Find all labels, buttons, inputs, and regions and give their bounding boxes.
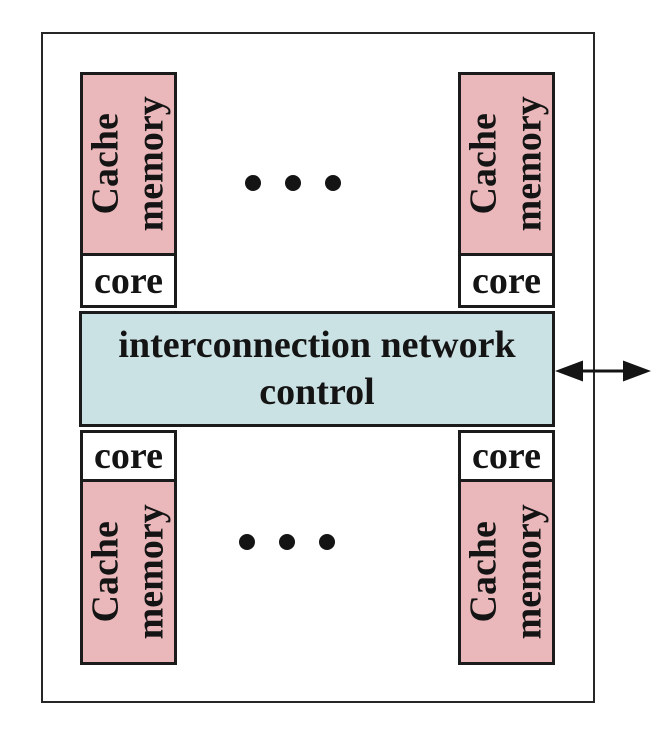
cache-memory-block-bottom-left: Cache memory	[80, 479, 177, 665]
core-label: core	[94, 259, 163, 302]
ellipsis-dot	[319, 534, 335, 550]
arrow-head-right-icon	[623, 360, 651, 382]
ellipsis-dot	[325, 175, 341, 191]
arrow-head-left-icon	[555, 360, 583, 382]
cache-memory-label: Cache memory	[462, 96, 550, 232]
cache-memory-label: Cache memory	[84, 504, 172, 640]
core-label: core	[94, 435, 163, 477]
core-block-bottom-left: core	[80, 430, 177, 482]
core-label: core	[472, 435, 541, 477]
cache-memory-block-top-right: Cache memory	[458, 72, 555, 256]
ellipsis-dot	[245, 175, 261, 191]
interconnection-network-control-block: interconnection network control	[79, 311, 555, 427]
core-block-top-left: core	[80, 253, 177, 308]
external-io-arrow	[555, 360, 651, 382]
ellipsis-dot	[279, 534, 295, 550]
interconnection-network-control-label: interconnection network control	[118, 323, 516, 414]
cache-memory-block-top-left: Cache memory	[80, 72, 177, 256]
ellipsis-dot	[285, 175, 301, 191]
core-block-bottom-right: core	[458, 430, 555, 482]
cache-memory-label: Cache memory	[84, 96, 172, 232]
ellipsis-dots-bottom	[239, 534, 335, 550]
core-label: core	[472, 259, 541, 302]
cache-memory-block-bottom-right: Cache memory	[458, 479, 555, 665]
cache-memory-label: Cache memory	[462, 504, 550, 640]
core-block-top-right: core	[458, 253, 555, 308]
ellipsis-dot	[239, 534, 255, 550]
ellipsis-dots-top	[245, 175, 341, 191]
